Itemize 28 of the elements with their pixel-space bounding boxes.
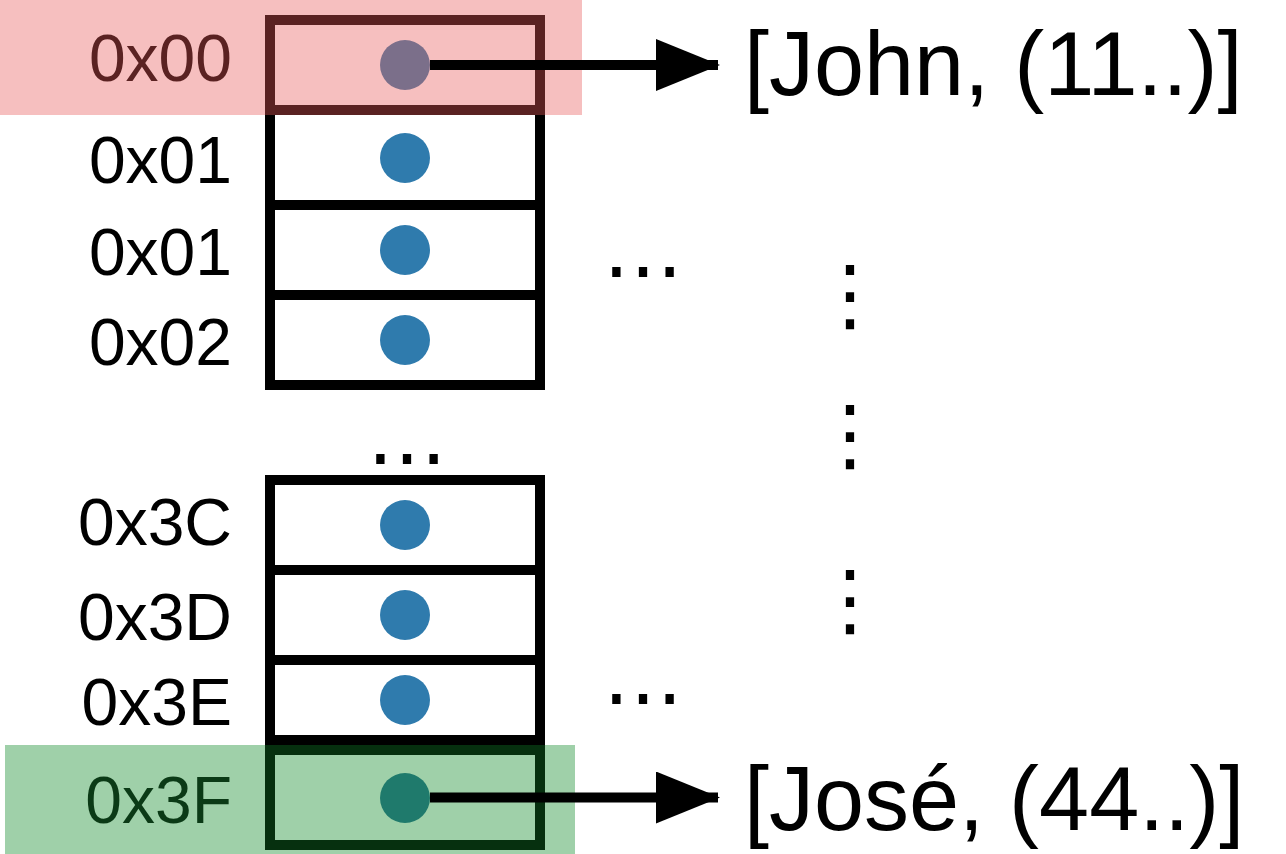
address-label: 0x3F (84, 761, 232, 839)
hash-bucket (265, 745, 545, 850)
arrow (430, 39, 720, 91)
address-label: 0x00 (87, 19, 232, 97)
ellipsis: … (366, 392, 448, 482)
address-label: 0x01 (87, 126, 232, 193)
record-text: [John, (11..)] (718, 8, 1284, 120)
ellipsis: … (602, 205, 684, 295)
hash-bucket (265, 575, 545, 665)
ellipsis: ⋮ (809, 552, 891, 648)
hash-bucket (265, 15, 545, 115)
address-label: 0x02 (87, 309, 232, 375)
highlight-band (0, 0, 582, 115)
address-label: 0x01 (87, 219, 232, 285)
hash-bucket (265, 115, 545, 210)
ellipsis: … (602, 632, 684, 722)
hash-bucket (265, 475, 545, 575)
highlight-band (5, 745, 575, 854)
ellipsis: ⋮ (809, 387, 891, 483)
record-text: [José, (44..)] (718, 743, 1284, 854)
hash-bucket (265, 665, 545, 745)
hash-bucket (265, 300, 545, 390)
address-label: 0x3E (80, 669, 232, 735)
hash-bucket (265, 210, 545, 300)
address-label: 0x3D (76, 584, 232, 650)
arrow (430, 771, 720, 824)
ellipsis: ⋮ (809, 247, 891, 343)
address-label: 0x3C (76, 489, 232, 555)
